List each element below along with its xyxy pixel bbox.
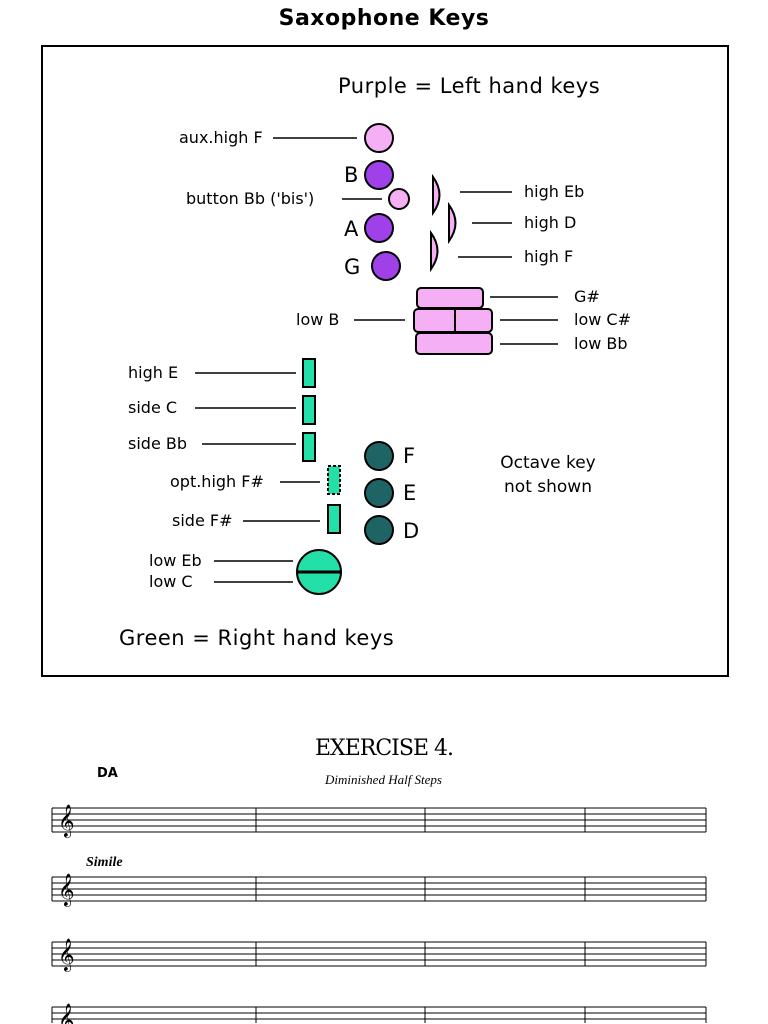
left-hand-keys	[364, 123, 493, 355]
f-key	[364, 441, 394, 471]
label-low-b: low B	[296, 310, 340, 329]
label-side-c: side C	[128, 398, 178, 417]
diagram-title: Saxophone Keys	[278, 6, 490, 31]
right-hand-keys	[296, 358, 394, 595]
label-opt-high-f-sharp: opt.high F#	[170, 472, 264, 491]
articulation-mark: Simile	[86, 855, 123, 870]
opt-high-f-sharp-key	[327, 465, 341, 495]
b-key	[364, 160, 394, 190]
label-aux-high-f: aux.high F	[179, 128, 263, 147]
label-f: F	[403, 444, 416, 468]
label-side-bb: side Bb	[128, 434, 187, 453]
aux-high-f-key	[364, 123, 394, 153]
high-e-key	[302, 358, 316, 388]
high-f-key	[430, 229, 439, 273]
low-c-sharp-key	[413, 308, 493, 333]
d-key	[364, 515, 394, 545]
treble-clef-icon: 𝄞	[58, 873, 75, 907]
exercise-staves: 𝄞 𝄞 𝄞 𝄞	[51, 804, 707, 1024]
label-low-bb: low Bb	[574, 334, 628, 353]
exercise-subtitle: Diminished Half Steps	[325, 772, 442, 787]
high-eb-key	[432, 173, 441, 217]
octave-key-note-line-1: Octave key	[500, 453, 596, 473]
treble-clef-icon: 𝄞	[58, 804, 75, 838]
label-high-eb: high Eb	[524, 182, 585, 201]
label-e: E	[403, 481, 417, 505]
tempo-mark: DA	[97, 766, 118, 781]
legend-left-hand: Purple = Left hand keys	[338, 74, 601, 98]
label-button-bb: button Bb ('bis')	[186, 189, 315, 208]
a-key	[364, 213, 394, 243]
label-g: G	[344, 255, 361, 279]
octave-key-note-line-2: not shown	[504, 477, 592, 497]
treble-clef-icon: 𝄞	[58, 938, 75, 972]
label-a: A	[344, 217, 359, 241]
button-bb-key	[388, 188, 410, 210]
legend-right-hand: Green = Right hand keys	[119, 626, 395, 650]
label-high-f: high F	[524, 247, 574, 266]
label-low-eb: low Eb	[149, 551, 202, 570]
side-c-key	[302, 395, 316, 425]
label-d: D	[403, 519, 420, 543]
label-g-sharp: G#	[574, 287, 600, 306]
exercise-title: EXERCISE 4.	[315, 736, 454, 761]
g-sharp-key	[416, 287, 484, 309]
label-low-c: low C	[149, 572, 193, 591]
label-side-f-sharp: side F#	[172, 511, 233, 530]
leader-lines	[195, 137, 558, 583]
low-bb-key	[415, 332, 493, 355]
label-high-d: high D	[524, 213, 577, 232]
high-d-key	[448, 201, 457, 245]
treble-clef-icon: 𝄞	[58, 1003, 75, 1024]
label-low-c-sharp: low C#	[574, 310, 631, 329]
side-bb-key	[302, 432, 316, 462]
label-high-e: high E	[128, 363, 179, 382]
label-b: B	[344, 163, 359, 187]
g-key	[371, 251, 401, 281]
e-key	[364, 478, 394, 508]
saxophone-keys-diagram	[41, 45, 729, 677]
octave-key-note: Octave key not shown	[483, 451, 613, 499]
side-f-sharp-key	[327, 504, 341, 534]
